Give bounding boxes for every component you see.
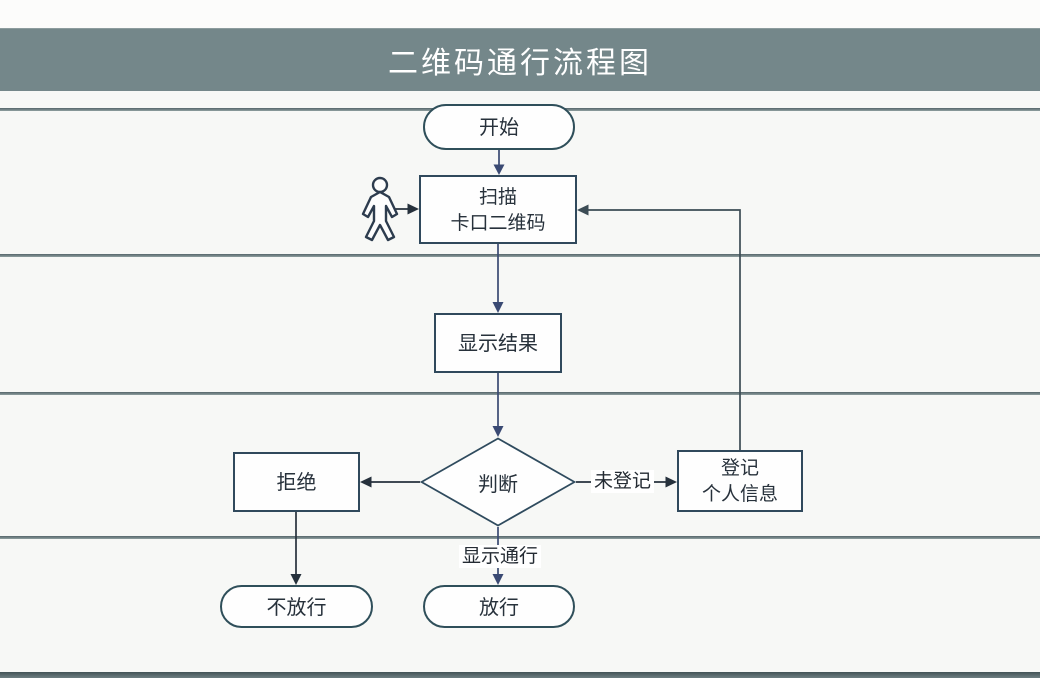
node-start-label: 开始 — [479, 115, 519, 139]
node-start: 开始 — [423, 104, 575, 150]
node-no-pass: 不放行 — [220, 585, 373, 628]
node-scan-line1: 扫描 — [478, 185, 517, 208]
decision-diamond-shape — [420, 437, 576, 527]
edge-label-show-pass: 显示通行 — [459, 545, 542, 568]
node-pass-label: 放行 — [479, 594, 519, 619]
node-decision: 判断 — [420, 437, 576, 527]
page-title: 二维码通行流程图 — [388, 46, 652, 81]
node-decision-label: 判断 — [478, 471, 518, 496]
node-show-result: 显示结果 — [434, 313, 562, 373]
edge-label-unregistered: 未登记 — [591, 470, 655, 493]
node-no-pass-label: 不放行 — [266, 594, 327, 619]
top-margin-strip — [0, 0, 1040, 28]
node-scan-qrcode: 扫描 卡口二维码 — [419, 175, 577, 244]
node-show-result-label: 显示结果 — [458, 331, 538, 355]
node-pass: 放行 — [423, 585, 575, 628]
bottom-bar — [0, 672, 1040, 678]
person-icon — [361, 176, 399, 242]
lane-divider-2 — [0, 254, 1040, 257]
node-scan-line2: 卡口二维码 — [450, 211, 546, 234]
flowchart-header: 二维码通行流程图 — [0, 28, 1040, 91]
node-register-line2: 个人信息 — [701, 483, 778, 505]
node-reject: 拒绝 — [233, 452, 360, 512]
lane-divider-3 — [0, 392, 1040, 395]
node-reject-label: 拒绝 — [276, 470, 317, 494]
node-register-info: 登记 个人信息 — [677, 450, 803, 512]
lane-divider-4 — [0, 536, 1040, 539]
node-register-line1: 登记 — [720, 457, 759, 479]
